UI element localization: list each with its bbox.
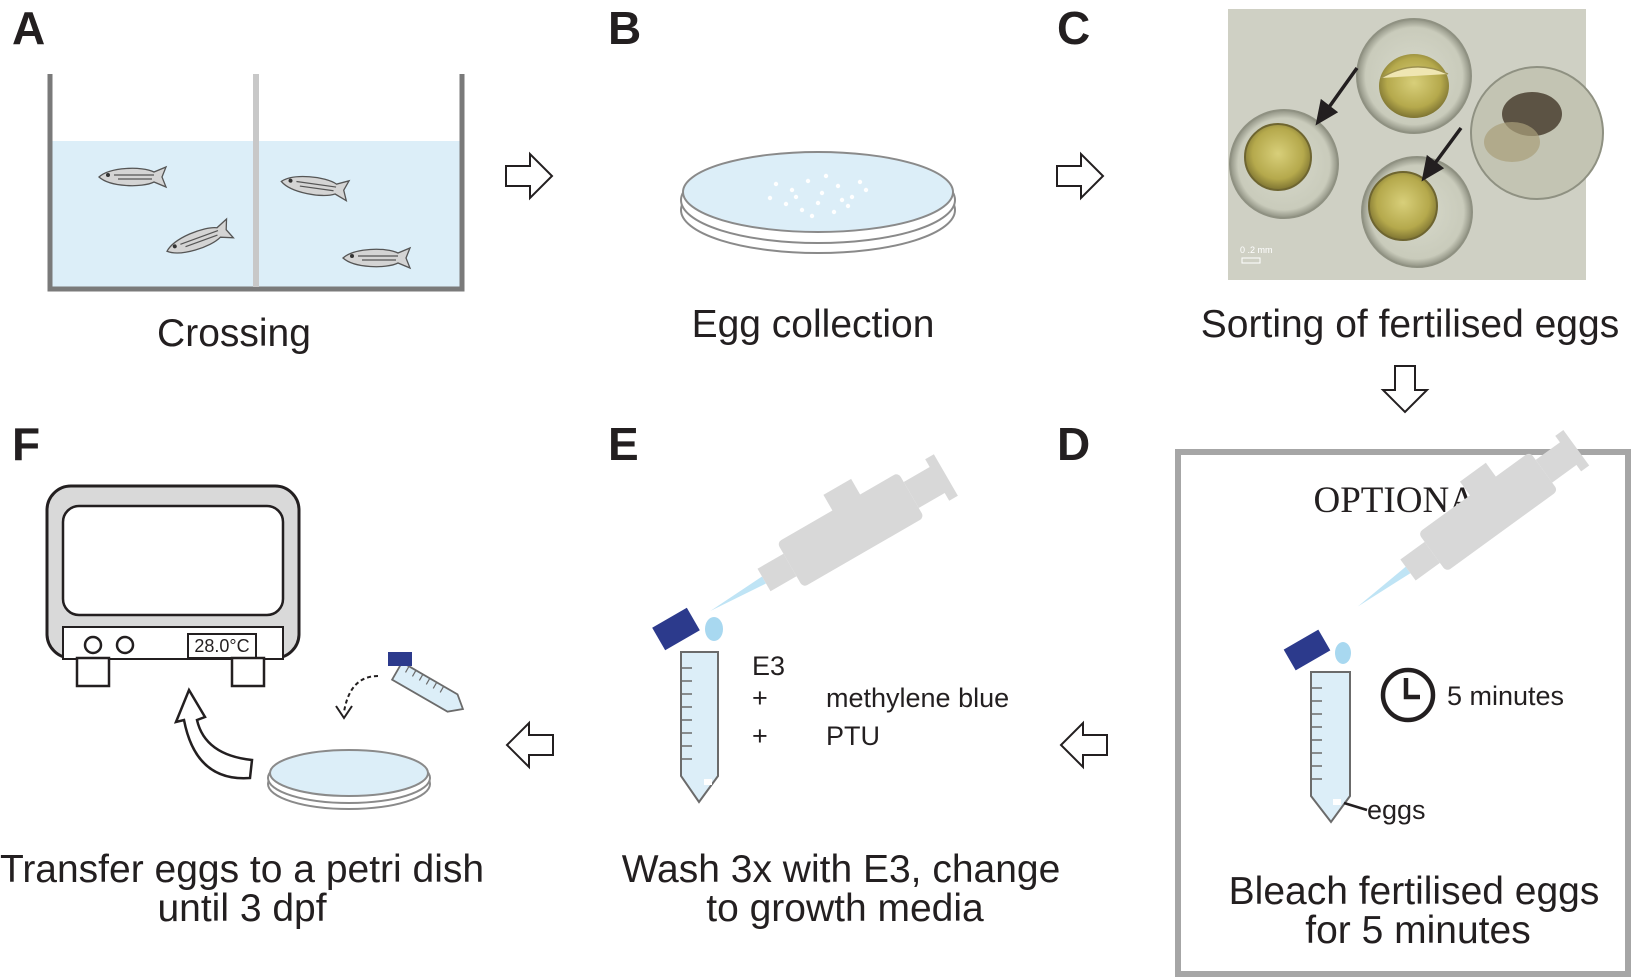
panel-e: E E3 + methylene blue + PTU Wash 3x wi [608, 418, 1060, 930]
temperature-readout: 28.0°C [194, 636, 249, 656]
egg-micrograph: 0 .2 mm [1228, 9, 1604, 280]
panel-letter-f: F [12, 418, 40, 470]
caption-transfer-line2: until 3 dpf [157, 887, 326, 930]
panel-d: D OPTIONAL eggs [1057, 418, 1631, 977]
panel-letter-a: A [12, 2, 45, 54]
falcon-tube-icon [390, 661, 465, 713]
panel-letter-d: D [1057, 418, 1090, 470]
curved-arrow-icon [173, 687, 254, 780]
caption-transfer-line1: Transfer eggs to a petri dish [0, 848, 484, 891]
clock-icon [1380, 667, 1436, 723]
flow-arrow-icon [506, 722, 554, 768]
tube-cap [388, 652, 412, 666]
pipette-icon [1357, 429, 1590, 607]
additive-methylene-blue: methylene blue [826, 683, 1009, 713]
panel-a: A Crossing [12, 2, 465, 355]
caption-egg-collection: Egg collection [692, 303, 935, 346]
caption-wash-line1: Wash 3x with E3, change [622, 848, 1061, 891]
falcon-tube-icon [652, 607, 719, 804]
droplet-icon [1335, 642, 1351, 664]
tube-cap [1283, 629, 1331, 671]
droplet-icon [705, 617, 723, 641]
falcon-tube-icon [1283, 629, 1351, 824]
panel-b: B Egg collection [608, 2, 956, 346]
incubator-icon: 28.0°C [45, 484, 301, 688]
scale-bar-label: 0 .2 mm [1240, 245, 1273, 255]
tube-cap [652, 607, 700, 651]
medium-label: E3 [752, 651, 785, 681]
flow-arrow-icon [1382, 365, 1428, 413]
plus-sign: + [752, 683, 768, 713]
panel-f: F 28.0°C [0, 418, 484, 930]
pour-arrow-icon [343, 675, 379, 713]
fish-tank [47, 74, 465, 292]
eggs-label: eggs [1367, 795, 1426, 825]
panel-c: C 0 .2 mm S [1057, 2, 1619, 346]
plus-sign: + [752, 721, 768, 751]
caption-sorting: Sorting of fertilised eggs [1201, 303, 1619, 346]
timer-label: 5 minutes [1447, 681, 1564, 711]
panel-letter-e: E [608, 418, 639, 470]
flow-arrow-icon [1060, 722, 1108, 768]
pipette-icon [710, 454, 958, 611]
flow-arrow-icon [505, 153, 553, 199]
panel-letter-b: B [608, 2, 641, 54]
caption-bleach-line1: Bleach fertilised eggs [1229, 870, 1600, 913]
caption-crossing: Crossing [157, 312, 311, 355]
caption-wash-line2: to growth media [706, 887, 984, 930]
petri-dish-icon [680, 151, 956, 254]
flow-arrow-icon [1056, 153, 1104, 199]
panel-letter-c: C [1057, 2, 1090, 54]
temperature-display [187, 633, 257, 659]
caption-bleach-line2: for 5 minutes [1305, 909, 1530, 952]
petri-dish-icon [267, 749, 431, 810]
additive-ptu: PTU [826, 721, 880, 751]
